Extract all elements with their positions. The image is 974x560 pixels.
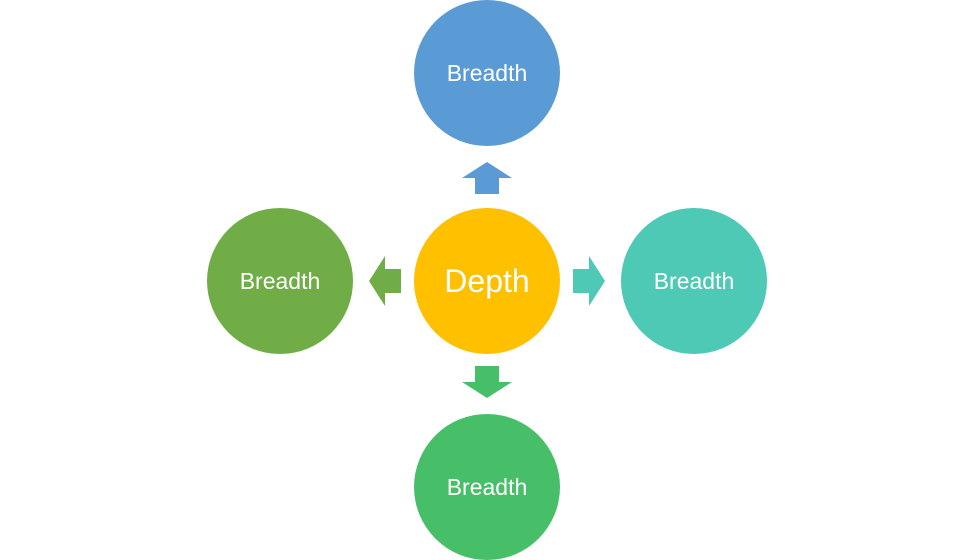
- arrow-right-shape: [573, 256, 605, 306]
- breadth-node-right-label: Breadth: [653, 267, 735, 294]
- arrow-up-icon: [462, 162, 512, 194]
- arrow-down-shape: [462, 366, 512, 398]
- breadth-node-right: Breadth: [621, 208, 767, 354]
- breadth-node-top: Breadth: [414, 0, 560, 146]
- depth-node-label: Depth: [444, 263, 530, 299]
- arrow-up-shape: [462, 162, 512, 194]
- arrow-left-icon: [369, 256, 401, 306]
- arrow-right-icon: [573, 256, 605, 306]
- breadth-node-bottom-label: Breadth: [446, 473, 528, 500]
- breadth-node-left-label: Breadth: [239, 267, 321, 294]
- arrow-down-icon: [462, 366, 512, 398]
- arrow-left-shape: [369, 256, 401, 306]
- breadth-node-left: Breadth: [207, 208, 353, 354]
- depth-node: Depth: [414, 208, 560, 354]
- breadth-node-bottom: Breadth: [414, 414, 560, 560]
- breadth-node-top-label: Breadth: [446, 59, 528, 86]
